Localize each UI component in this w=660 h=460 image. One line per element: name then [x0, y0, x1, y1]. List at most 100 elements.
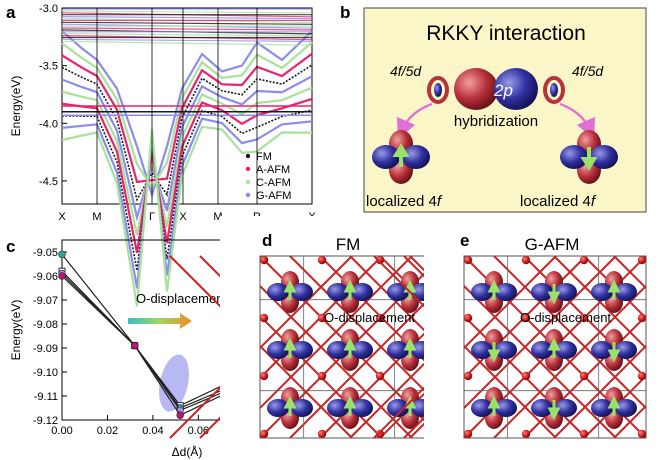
panel-e-frame-border — [463, 255, 647, 439]
x-tick-label: 0.02 — [97, 425, 118, 437]
y-tick-label: -9.12 — [33, 415, 58, 427]
spin-up-arrow — [343, 279, 357, 300]
orbital-lobe-blue — [327, 283, 349, 301]
orbital-lobe-blue — [615, 399, 637, 417]
orbital-lobe-blue — [351, 341, 373, 359]
oxygen-atom — [259, 313, 269, 323]
y-tick-label: -9.06 — [33, 271, 58, 283]
orbital-lobe-blue — [555, 341, 577, 359]
orbital-lobe-blue — [591, 283, 613, 301]
spin-down-arrow — [547, 284, 561, 305]
spin-up-arrow — [283, 279, 297, 300]
spin-down-arrow — [547, 400, 561, 421]
oxygen-atom — [375, 429, 385, 439]
oxygen-atom — [317, 371, 327, 381]
orbital-ring-right — [543, 76, 565, 104]
orbital-lobe-blue — [471, 399, 493, 417]
orbital-lobe-blue — [327, 341, 349, 359]
orbital-lobe-blue — [267, 341, 289, 359]
panel-label-a: a — [6, 3, 16, 22]
panel-b-background — [363, 7, 647, 213]
o-displacement-arrow-c — [128, 313, 192, 329]
oxygen-atom — [637, 371, 647, 381]
spin-up-arrow — [283, 395, 297, 416]
panel-label-e: e — [460, 231, 469, 250]
oxygen-atom — [317, 313, 327, 323]
legend-label: G-AFM — [256, 190, 291, 202]
bond-line — [613, 255, 660, 304]
panel-c-axes: 0.000.020.040.060.080.10-9.05-9.06-9.07-… — [33, 247, 300, 437]
kpoint-label: M — [213, 211, 222, 223]
oxygen-atom — [317, 429, 327, 439]
upper-band — [61, 38, 313, 42]
data-point — [131, 341, 139, 350]
band-line — [61, 125, 313, 307]
band-line — [61, 86, 313, 236]
localized-orbital-left — [372, 130, 430, 184]
oxygen-atom — [375, 313, 385, 323]
y-tick-label: -4.5 — [39, 176, 58, 188]
oxygen-atom — [317, 255, 327, 265]
oxygen-atom — [637, 429, 647, 439]
kpoint-label: Γ — [149, 211, 155, 223]
orbital-lobe-blue — [351, 399, 373, 417]
p-orbital-red-lobe — [454, 68, 498, 110]
o-displacement-label-d: O-displacement — [324, 310, 415, 325]
spin-up-arrow — [607, 395, 621, 416]
band-line — [61, 30, 313, 199]
oxygen-atom — [579, 313, 589, 323]
band-line — [61, 109, 313, 271]
orbital-lobe-blue — [495, 341, 517, 359]
orbital-lobe-blue — [531, 283, 553, 301]
upper-band — [61, 40, 313, 46]
data-point — [58, 250, 66, 259]
orbital-lobe-blue — [291, 341, 313, 359]
orbital-lobe-blue — [495, 283, 517, 301]
panel-b: b RKKY interaction 4f/5d 2p 4f/5d hybrid… — [340, 3, 647, 213]
kpoint-label: X — [179, 211, 187, 223]
oxygen-atom — [259, 429, 269, 439]
spin-down-arrow — [607, 342, 621, 363]
orbital-lobe-blue — [267, 399, 289, 417]
data-point — [176, 411, 184, 419]
arrow-to-right-orbital — [559, 102, 596, 140]
oxygen-atom — [463, 429, 473, 439]
spin-up-arrow — [283, 337, 297, 358]
orbital-lobe-blue — [555, 399, 577, 417]
orbital-lobe-blue — [351, 283, 373, 301]
y-tick-label: -9.07 — [33, 295, 58, 307]
y-tick-label: -3.0 — [39, 3, 58, 15]
y-tick-label: -9.08 — [33, 319, 58, 331]
band-line — [61, 64, 313, 202]
legend-marker — [245, 166, 251, 172]
band-line — [61, 117, 313, 289]
y-tick-label: -9.10 — [33, 367, 58, 379]
y-tick-label: -9.09 — [33, 343, 58, 355]
oxygen-atom — [259, 255, 269, 265]
data-point — [58, 272, 66, 280]
spin-up-arrow — [343, 337, 357, 358]
center-orbital-label: 2p — [493, 81, 513, 100]
p-orbital-blue-lobe — [494, 68, 538, 110]
frame-mask — [220, 256, 260, 438]
orbital-lobe-blue — [555, 283, 577, 301]
orbital-lobe-blue — [267, 283, 289, 301]
orbital-lobe-blue — [471, 341, 493, 359]
orbital-label-left: 4f/5d — [390, 63, 422, 79]
x-tick-label: 0.04 — [142, 425, 163, 437]
f-orbital — [591, 329, 637, 371]
orbital-lobe-blue — [591, 341, 613, 359]
x-tick-label: 0.00 — [51, 425, 72, 437]
bond-line — [553, 330, 660, 439]
frame-mask — [424, 256, 464, 438]
legend-marker — [245, 153, 251, 159]
orbital-lobe-blue — [615, 341, 637, 359]
upper-band — [61, 21, 313, 25]
spin-up-arrow — [343, 395, 357, 416]
legend-label: FM — [256, 151, 272, 163]
orbital-lobe-blue — [495, 399, 517, 417]
legend-marker — [245, 192, 251, 198]
spin-down-arrow — [487, 342, 501, 363]
legend-label: C-AFM — [256, 177, 291, 189]
